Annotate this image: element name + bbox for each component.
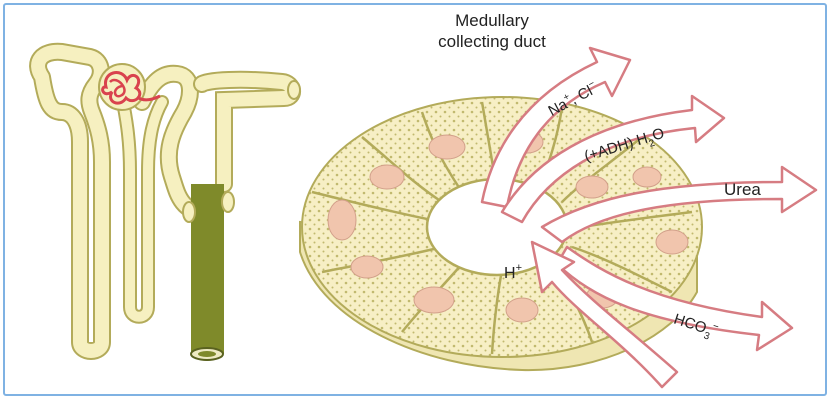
- nephron: [38, 52, 300, 360]
- title-line-1: Medullary: [455, 11, 529, 30]
- diagram-frame: Medullary collecting duct Na+, Cl− (+ADH…: [3, 3, 827, 396]
- title-line-2: collecting duct: [438, 32, 546, 51]
- label-urea: Urea: [724, 180, 761, 199]
- medullary-collecting-duct-segment: [191, 184, 224, 354]
- collecting-duct-diagram: Medullary collecting duct Na+, Cl− (+ADH…: [5, 5, 827, 396]
